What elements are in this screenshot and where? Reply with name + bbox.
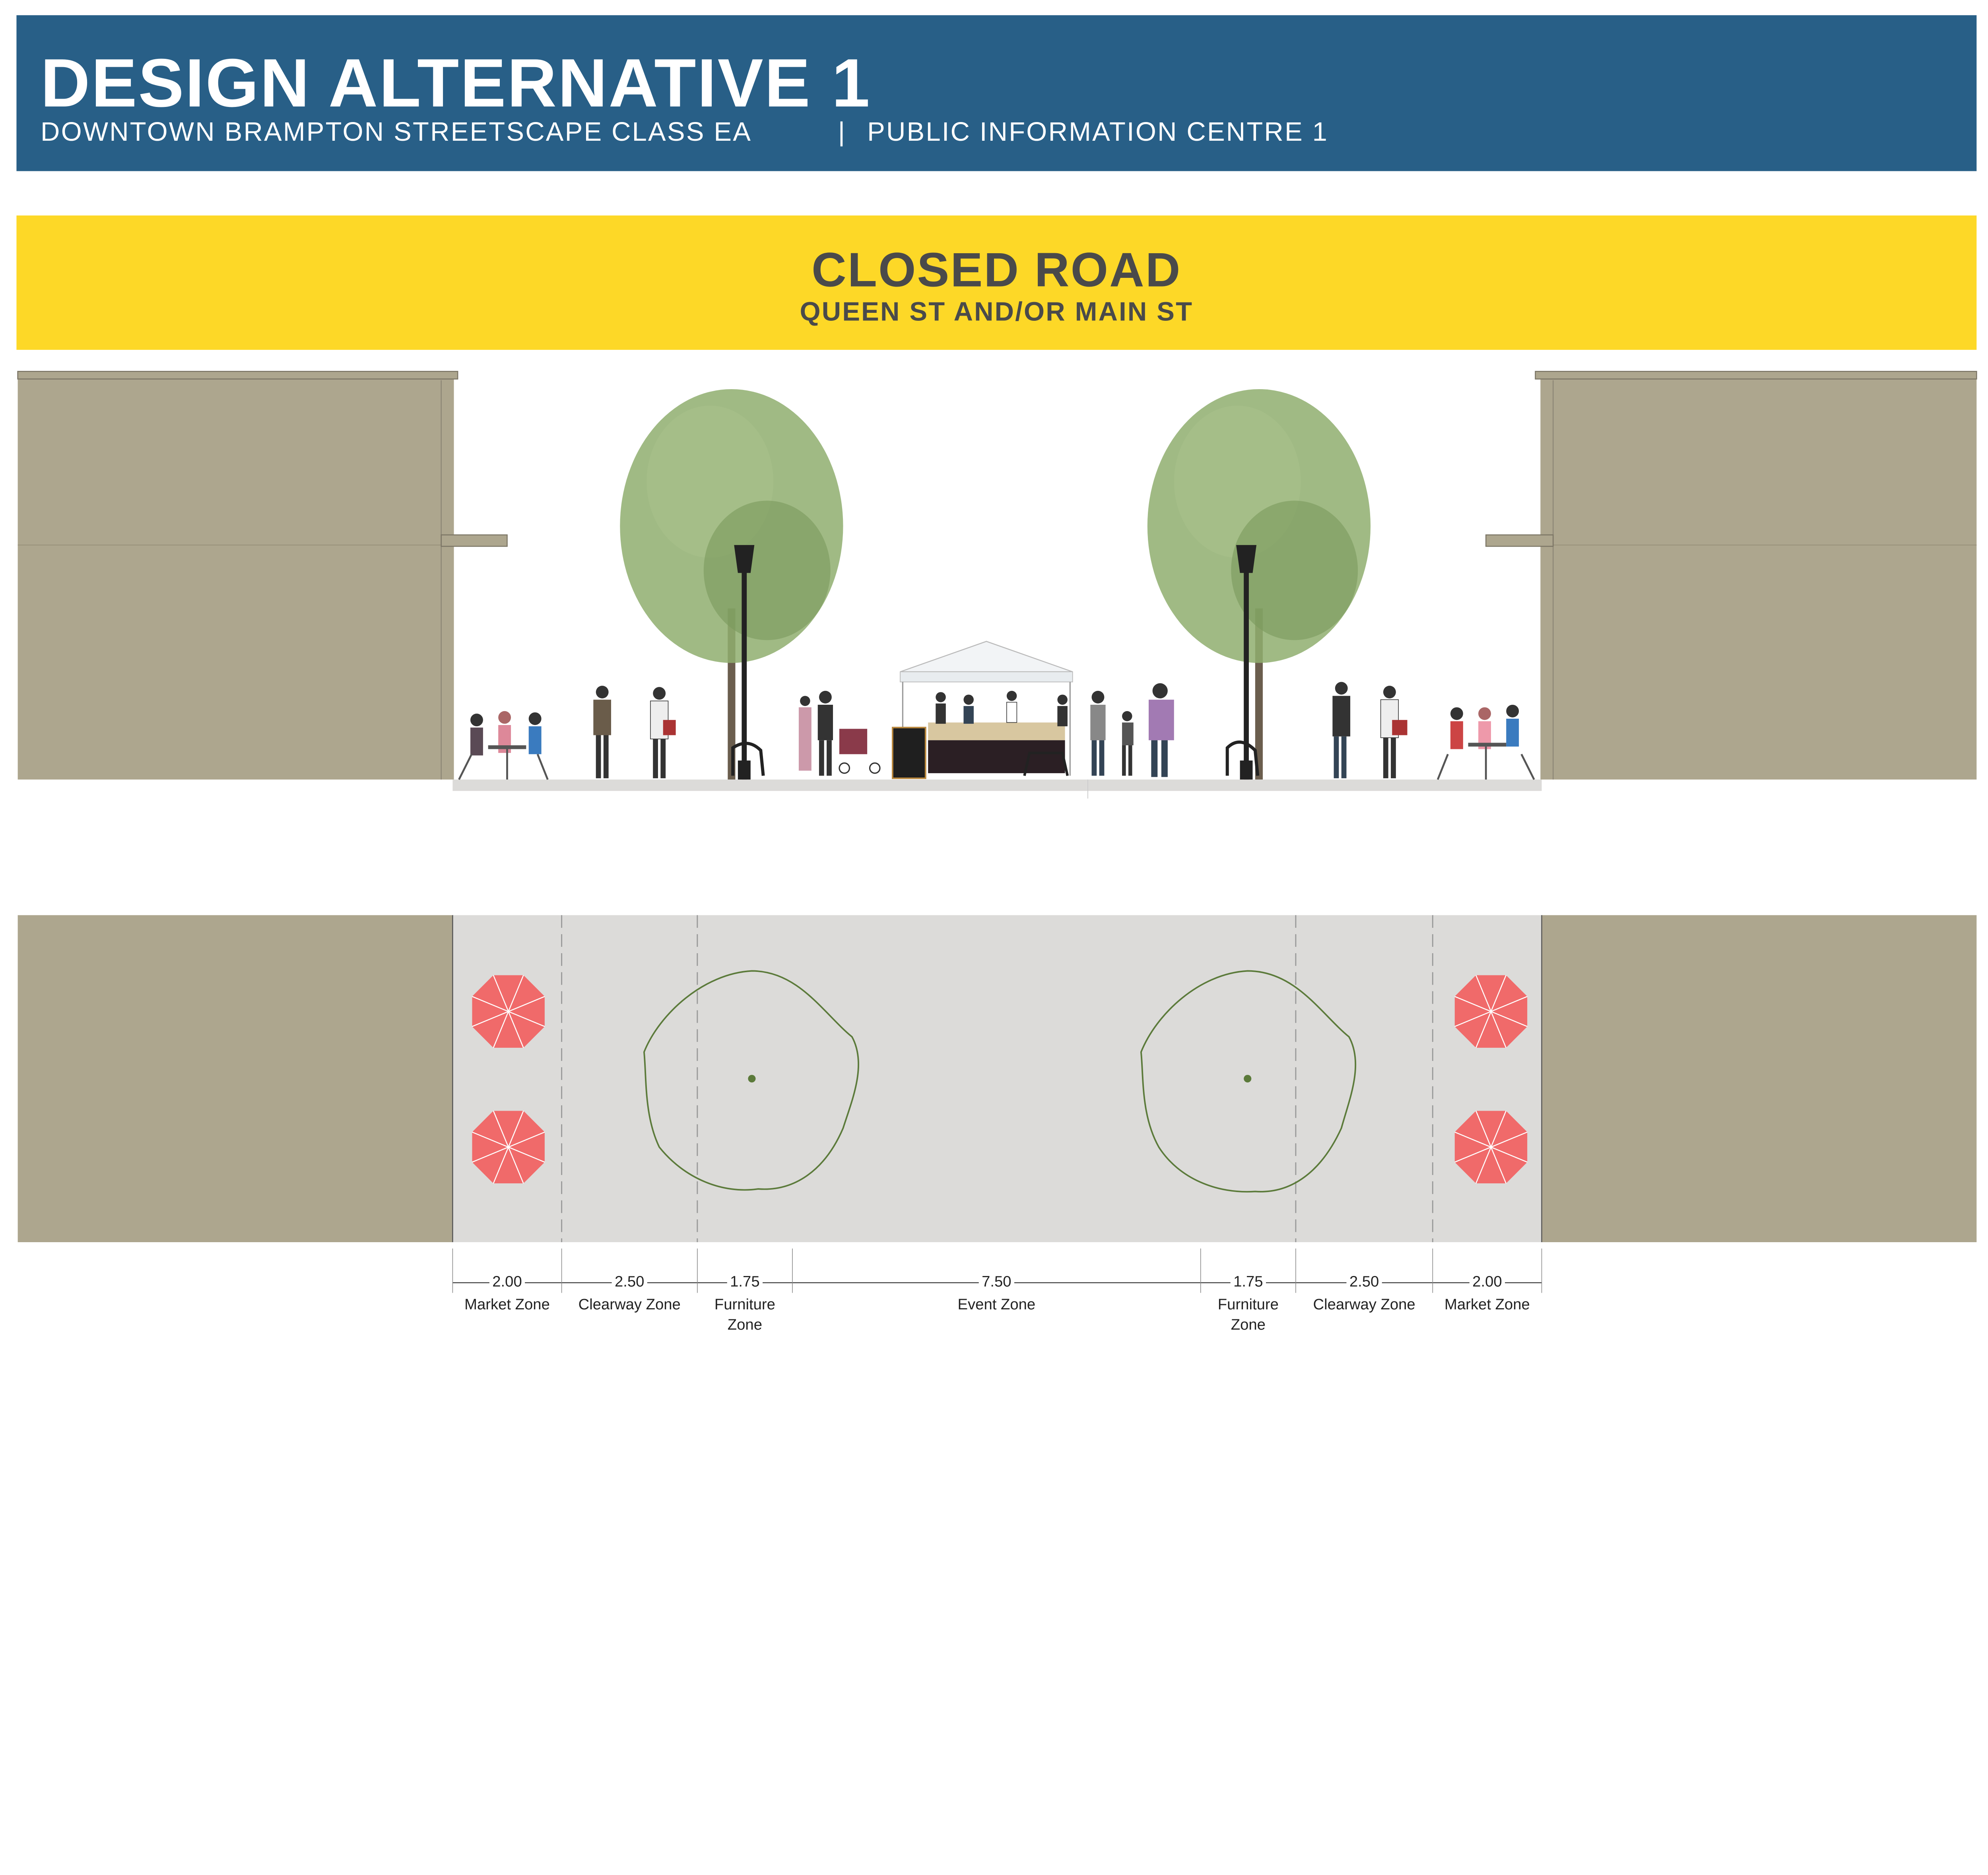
banner-subtitle: QUEEN ST AND/OR MAIN ST	[800, 297, 1194, 327]
person-shopping-icon	[650, 687, 676, 778]
zone-label: Event Zone	[958, 1296, 1036, 1313]
zone-label: Furniture	[1218, 1296, 1279, 1313]
zone-label: Furniture	[714, 1296, 775, 1313]
zone-width-background	[489, 1274, 525, 1291]
page-title: DESIGN ALTERNATIVE 1	[41, 45, 871, 121]
zone-label: Market Zone	[1444, 1296, 1530, 1313]
building-left-plan	[17, 915, 453, 1242]
banner-background	[16, 215, 1977, 350]
umbrella-icon	[1454, 1111, 1528, 1184]
cafe-group-left-icon	[458, 711, 549, 780]
building-right	[1485, 371, 1977, 780]
zone-label: Zone	[728, 1316, 762, 1333]
zone-width: 2.50	[615, 1273, 644, 1290]
person-shopping-right-icon	[1380, 686, 1408, 778]
zone-width-background	[1469, 1274, 1505, 1291]
dimension-ticks	[452, 1248, 1542, 1293]
bench-tent-icon	[1023, 751, 1069, 776]
pavement-plan	[452, 915, 1542, 1242]
sidewalk-section	[452, 779, 1542, 791]
zone-label: Market Zone	[464, 1296, 550, 1313]
zone-width-background	[1346, 1274, 1382, 1291]
header-background	[16, 15, 1977, 171]
family-walking-icon	[1090, 683, 1174, 777]
cafe-group-right-icon	[1437, 704, 1535, 780]
subtitle-project: DOWNTOWN BRAMPTON STREETSCAPE CLASS EA	[41, 117, 752, 147]
zone-width-background	[978, 1274, 1015, 1291]
vendors-icon	[936, 690, 1068, 727]
chalkboard-sign-icon	[891, 727, 926, 779]
subtitle-separator: |	[838, 117, 846, 147]
banner-title: CLOSED ROAD	[812, 243, 1181, 297]
umbrella-icon	[472, 975, 545, 1048]
person-businessman-icon	[593, 686, 611, 778]
subtitle-event: PUBLIC INFORMATION CENTRE 1	[867, 117, 1328, 147]
zone-divider-lines	[561, 915, 1433, 1242]
person-businessman-right-icon	[1332, 682, 1351, 778]
bench-left-icon	[731, 742, 765, 776]
market-tent-icon	[891, 641, 1073, 779]
design-board: DESIGN ALTERNATIVE 1 DOWNTOWN BRAMPTON S…	[16, 15, 1977, 1333]
zone-width: 1.75	[730, 1273, 759, 1290]
zone-width-background	[1230, 1274, 1266, 1291]
zone-label: Clearway Zone	[579, 1296, 681, 1313]
family-stroller-icon	[798, 690, 881, 776]
tree-right-icon	[1147, 389, 1371, 780]
street-section	[17, 371, 1977, 799]
closed-road-banner: CLOSED ROAD QUEEN ST AND/OR MAIN ST	[16, 215, 1977, 350]
tree-canopy-left-icon	[643, 970, 860, 1191]
header: DESIGN ALTERNATIVE 1 DOWNTOWN BRAMPTON S…	[16, 15, 1977, 171]
zone-label: Zone	[1231, 1316, 1266, 1333]
zone-width-background	[612, 1274, 647, 1291]
zone-width: 2.50	[1349, 1273, 1379, 1290]
building-right-plan	[1541, 915, 1977, 1242]
zone-width-background	[727, 1274, 763, 1291]
street-plan	[17, 915, 1977, 1242]
bench-right-icon	[1225, 741, 1260, 776]
lamp-post-right-icon	[1236, 545, 1257, 780]
building-left	[17, 371, 508, 780]
tree-canopy-right-icon	[1140, 970, 1357, 1192]
tree-left-icon	[620, 389, 843, 780]
zone-width: 1.75	[1233, 1273, 1263, 1290]
lamp-post-left-icon	[734, 545, 755, 780]
zone-width: 7.50	[982, 1273, 1011, 1290]
people-icons	[458, 682, 1535, 780]
umbrellas	[472, 975, 1528, 1184]
zone-width: 2.00	[1472, 1273, 1502, 1290]
umbrella-icon	[1454, 975, 1528, 1048]
zone-label: Clearway Zone	[1313, 1296, 1415, 1313]
zone-width: 2.00	[492, 1273, 522, 1290]
umbrella-icon	[472, 1111, 545, 1184]
